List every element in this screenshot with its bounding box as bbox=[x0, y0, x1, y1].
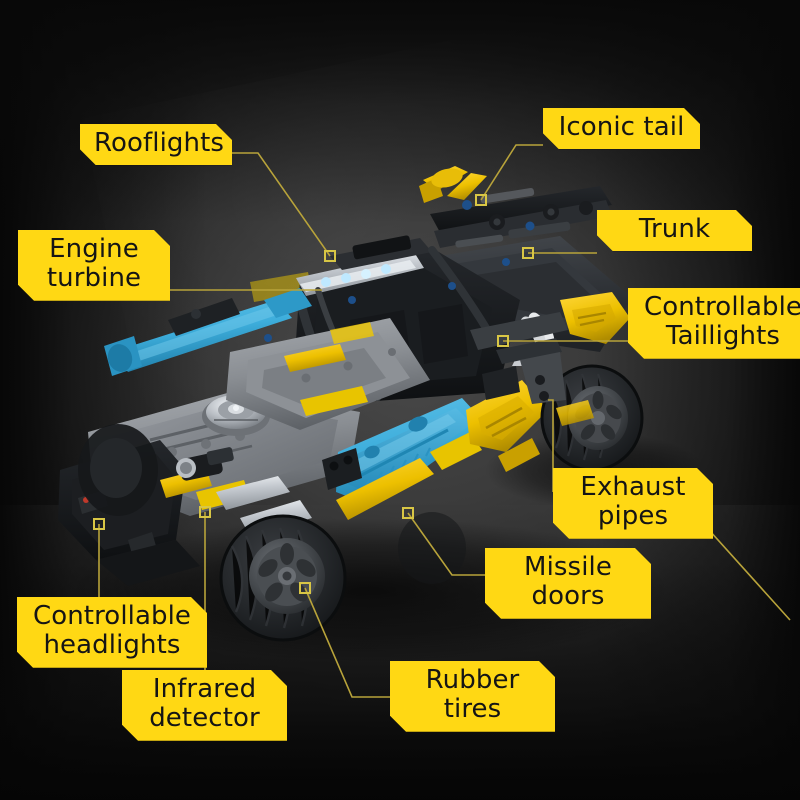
side-intake-blue bbox=[104, 288, 312, 376]
missile-doors-part bbox=[322, 398, 486, 520]
wheel-rear-left bbox=[78, 424, 158, 516]
callout-label-infrared-detector: Infrared detector bbox=[122, 670, 287, 741]
mid-body-panels bbox=[226, 318, 430, 430]
callout-label-iconic-tail: Iconic tail bbox=[543, 108, 700, 149]
callout-label-trunk: Trunk bbox=[597, 210, 752, 251]
rear-wing-assembly bbox=[419, 166, 612, 248]
callout-label-engine-turbine: Engine turbine bbox=[18, 230, 170, 301]
infrared-detector-part bbox=[176, 447, 234, 481]
stud-details bbox=[264, 258, 510, 342]
rear-frame bbox=[470, 312, 594, 426]
callout-label-missile-doors: Missile doors bbox=[485, 548, 651, 619]
callout-label-rooflights: Rooflights bbox=[80, 124, 232, 165]
callout-label-controllable-taillights: Controllable Taillights bbox=[628, 288, 800, 359]
wheel-front-right bbox=[398, 512, 466, 584]
callout-label-rubber-tires: Rubber tires bbox=[390, 661, 555, 732]
callout-label-controllable-headlights: Controllable headlights bbox=[17, 597, 207, 668]
callout-label-exhaust-pipes: Exhaust pipes bbox=[553, 468, 713, 539]
stud-details-gray bbox=[301, 348, 396, 383]
wheel-front-left bbox=[219, 514, 347, 642]
rooflights bbox=[321, 264, 391, 287]
